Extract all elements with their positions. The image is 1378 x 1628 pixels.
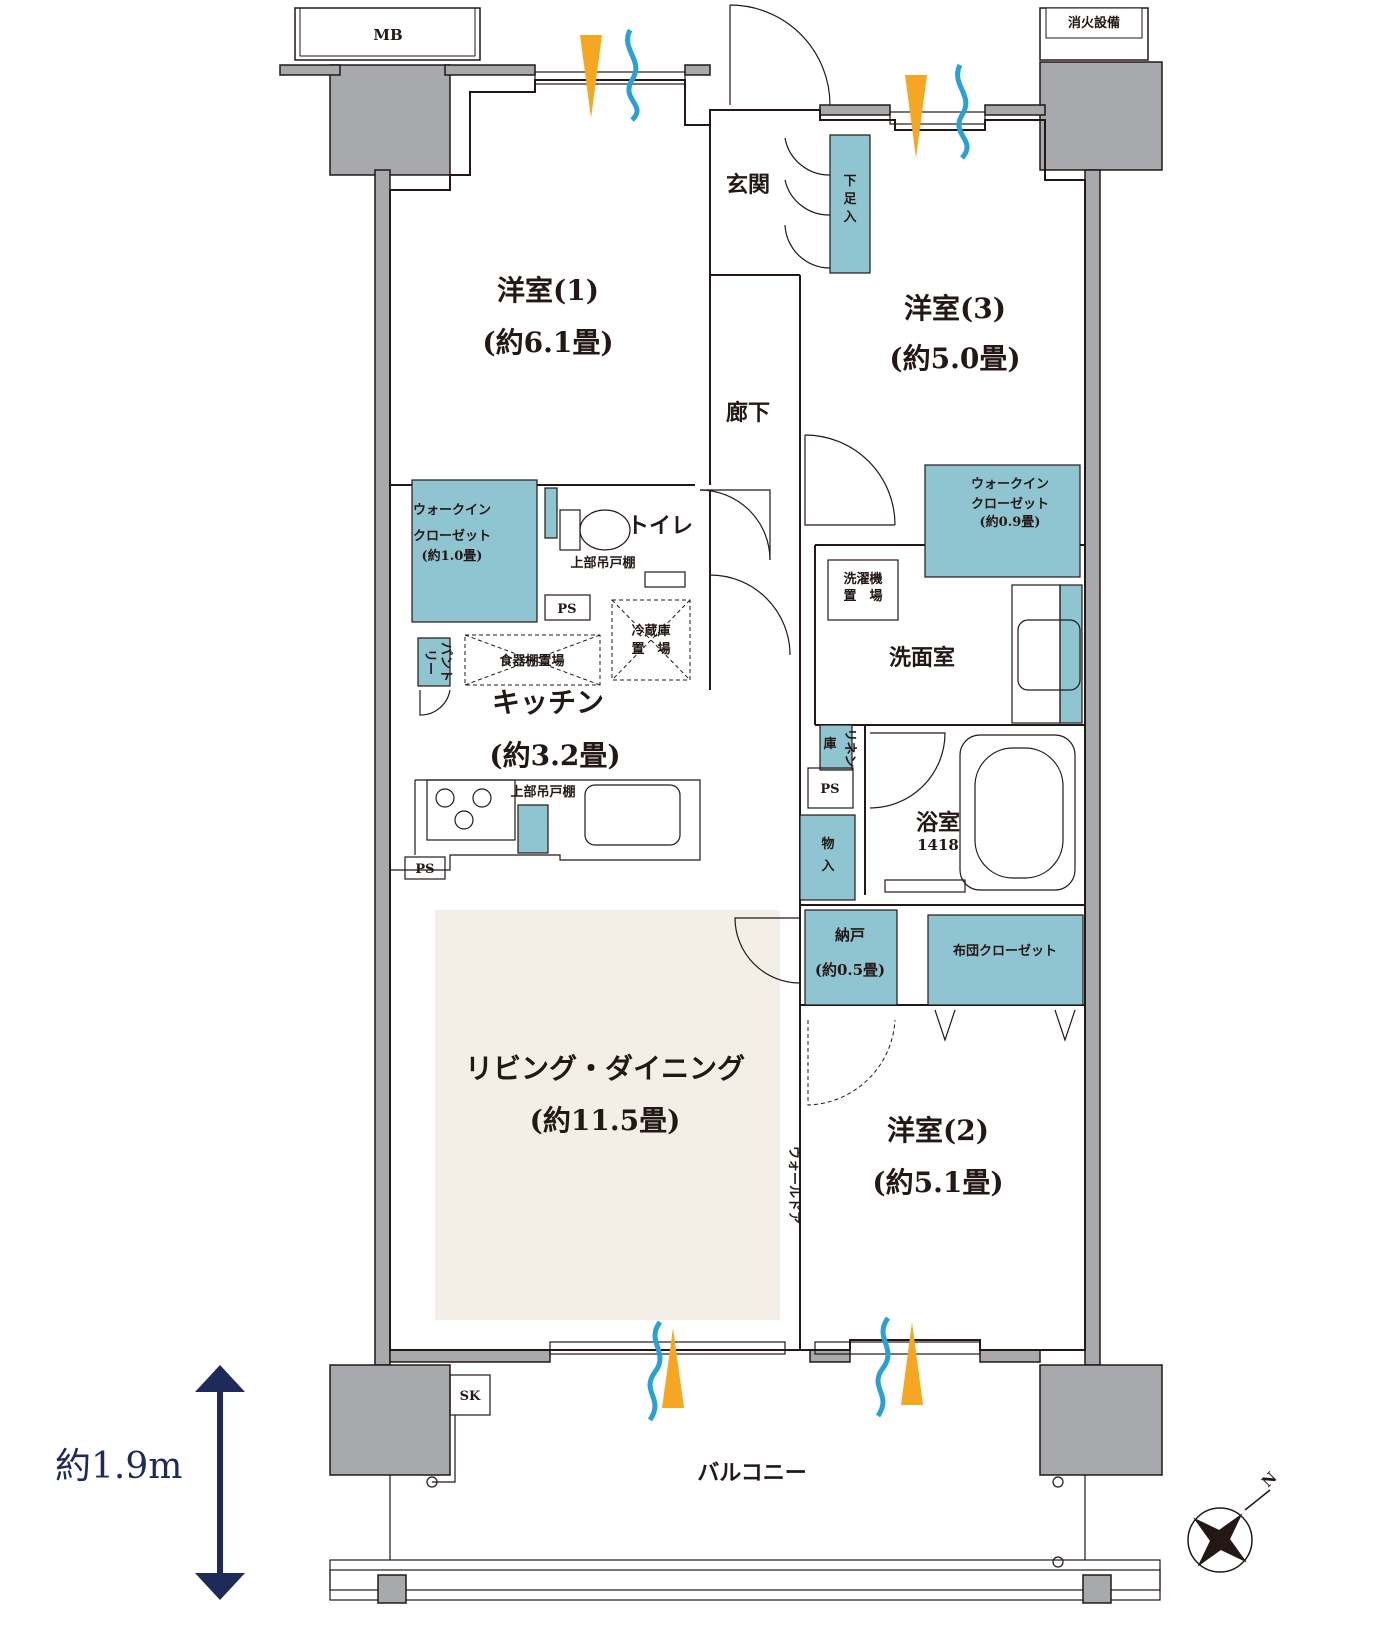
shoe-box [829,134,871,274]
pantry-label-2: リー [422,649,437,675]
toilet-cabinet [544,487,558,539]
bath-name: 浴室 [916,810,960,836]
dish-shelf-label: 食器棚置場 [499,653,564,669]
wic-left-line1: ウォークイン [413,503,491,518]
shoe-box-label: 下足入 [843,174,857,225]
western3-size: (約5.0畳) [889,342,1020,375]
mb-box [294,7,481,61]
balcony-label: バルコニー [697,1460,807,1486]
living-floor [435,910,780,1320]
kitchen-name: キッチン [492,686,604,719]
wic-right [924,464,1081,578]
kitchen-size: (約3.2畳) [489,739,620,772]
storage [799,814,856,901]
dish-shelf-area [464,634,601,686]
wall-left-outer [374,169,391,1366]
fridge-label-2: 置 場 [631,641,670,657]
wall-right-outer [1084,169,1101,1366]
futon-closet-label: 布団クローゼット [953,943,1057,959]
western1-size: (約6.1畳) [482,326,613,359]
closet [804,909,898,1006]
kitchen-cabinet [517,804,549,854]
ventilation-bottom-right [875,1316,923,1418]
washer-area [827,559,899,621]
bath-size: 1418 [917,836,959,854]
fire-equipment-label: 消火設備 [1068,15,1120,31]
living-size: (約11.5畳) [530,1104,681,1137]
wall-top-right-column [1039,61,1163,171]
ps-kitchen: PS [415,862,434,877]
wall-top-left-column [329,64,451,176]
sk-label: SK [460,1389,481,1404]
western2-name: 洋室(2) [887,1114,989,1147]
wall-door-label: ウォールドア [786,1146,801,1224]
linen-closet [819,724,853,771]
toilet-bowl [579,509,631,551]
washroom-label: 洗面室 [889,645,955,671]
storage-label: 物入 [821,836,834,874]
wic-left [411,479,538,623]
dimension-arrow [195,1365,245,1600]
wall-bottom-left-column [329,1364,451,1476]
toilet-label: トイレ [627,513,693,539]
western2-size: (約5.1畳) [872,1166,1003,1199]
bathtub [959,734,1076,891]
wic-right-line2: クローゼット [971,496,1049,512]
ps-toilet: PS [557,602,576,617]
wic-right-line1: ウォークイン [971,477,1049,492]
pantry-label-1: パント [438,642,453,682]
kitchen-cabinet-label: 上部吊戸棚 [510,784,575,800]
closet-size: (約0.5畳) [815,961,885,979]
wall-bottom-right-column [1039,1364,1163,1476]
ventilation-bottom-left [647,1320,684,1422]
sk-box [449,1374,491,1416]
living-name: リビング・ダイニング [465,1052,745,1085]
ventilation-top-right [905,63,970,160]
wic-left-line2: クローゼット [413,528,491,544]
washroom-vanity [1059,584,1083,724]
futon-closet [927,914,1084,1006]
compass-north-label: N [1258,1468,1281,1491]
fridge-area [611,599,691,681]
ventilation-top-left [580,28,640,122]
washer-label-2: 置 場 [843,588,882,604]
pantry [417,637,451,687]
linen-label-2: 庫 [823,736,836,752]
closet-name: 納戸 [835,926,865,944]
stove [426,779,516,841]
washer-label-1: 洗濯機 [843,571,882,587]
compass-icon [1187,1489,1271,1573]
fridge-label-1: 冷蔵庫 [631,623,670,639]
mb-label: MB [373,26,402,44]
corridor-label: 廊下 [726,400,770,426]
kitchen-sink [584,784,681,846]
balcony-rail [329,1559,1161,1601]
dimension-label: 約1.9m [55,1446,182,1487]
ps-bath: PS [820,782,839,797]
toilet-cabinet-label: 上部吊戸棚 [570,555,635,571]
wic-left-line3: (約1.0畳) [422,548,483,564]
linen-label-1: リネン [842,728,857,767]
western1-name: 洋室(1) [497,274,599,307]
entrance-label: 玄関 [726,172,770,198]
western3-name: 洋室(3) [904,292,1006,325]
washroom-sink [1011,584,1061,724]
wic-right-line3: (約0.9畳) [980,514,1041,530]
